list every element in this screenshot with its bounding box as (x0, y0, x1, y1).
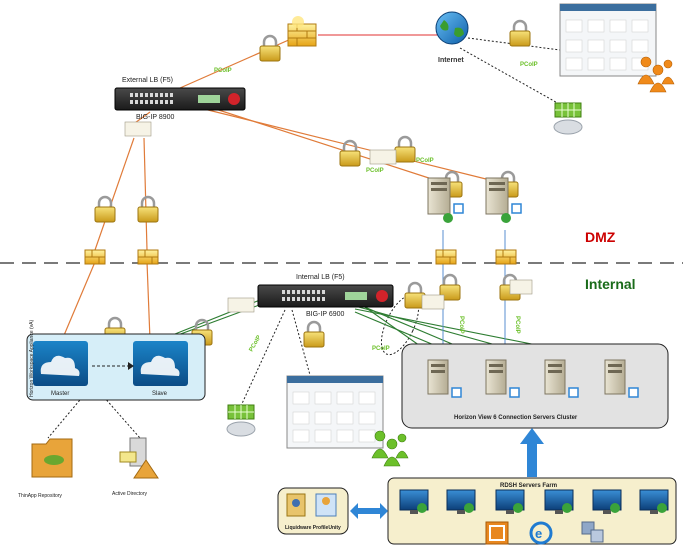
monitor-icon (399, 489, 429, 514)
svg-text:e: e (535, 526, 542, 541)
external-users-icon (637, 56, 675, 93)
virtual-app-icon (581, 521, 604, 543)
internet-globe-icon (435, 11, 469, 45)
server-icon (604, 359, 639, 398)
lock-icon (259, 34, 281, 62)
pcoip-label: PCoIP (514, 316, 520, 334)
liquidware-label: Liquidware ProfileUnity (285, 525, 341, 531)
lock-icon (394, 135, 416, 163)
internal-lb-title: Internal LB (F5) (296, 274, 345, 281)
pcoip-label: PCoIP (366, 168, 384, 174)
lock-icon (509, 19, 531, 47)
pcoip-label: PCoIP (416, 158, 434, 164)
internal-portal-screenshot (286, 375, 384, 449)
internal-users-icon (371, 430, 409, 467)
pcoip-label: PCoIP (520, 62, 538, 68)
dmz-firewalls (84, 249, 517, 265)
rdsh-label: RDSH Servers Farm (500, 483, 557, 489)
firewall-icon (137, 249, 159, 265)
firewall-icon (84, 249, 106, 265)
thinapp-folder-icon (31, 438, 73, 478)
certificate-icon (124, 121, 152, 137)
monitor-icon (446, 489, 476, 514)
external-lb-title: External LB (F5) (122, 77, 173, 84)
pcoip-label: PCoIP (458, 316, 464, 334)
thinapp-label: ThinApp Repository (18, 493, 62, 499)
monitor-icon (592, 489, 622, 514)
liquidware-rdsh-arrow (350, 503, 388, 519)
workspace-appliance-box (26, 333, 206, 401)
server-icon (427, 359, 462, 398)
active-directory-label: Active Directory (112, 491, 148, 497)
internet-label: Internet (438, 57, 464, 64)
internal-cloud-device-icon (226, 404, 256, 437)
workspace-portal-screenshot (559, 3, 657, 77)
cs-cluster-label: Horizon View 6 Connection Servers Cluste… (454, 415, 578, 421)
internet-explorer-icon: e (529, 521, 553, 545)
external-lb-model: BIG-IP 8900 (136, 114, 175, 121)
lock-icon (439, 273, 461, 301)
workspace-side-label: Horizon Workspace Appliance (vA) (29, 320, 35, 397)
monitor-icon (544, 489, 574, 514)
dmz-label: DMZ (585, 229, 616, 245)
dmz-security-servers (427, 177, 522, 223)
rdsh-servers-farm (387, 477, 677, 545)
office-app-icon (485, 521, 509, 545)
pcoip-label: PCoIP (214, 68, 232, 74)
connection-servers-cluster (401, 343, 669, 429)
firewall-icon (435, 249, 457, 265)
external-lb-device (114, 87, 246, 111)
monitor-icon (639, 489, 669, 514)
server-icon (427, 177, 464, 223)
lock-icons (94, 19, 531, 348)
certificate-icon (509, 279, 533, 295)
lock-icon (137, 195, 159, 223)
active-directory-icon (119, 437, 159, 479)
lock-icon (94, 195, 116, 223)
certificate-icon (369, 149, 397, 165)
server-icon (485, 359, 520, 398)
server-icon (544, 359, 579, 398)
pcoip-label: PCoIP (249, 335, 263, 353)
external-cloud-device-icon (553, 102, 583, 135)
internal-lb-device (257, 284, 394, 308)
cluster-to-rdsh-arrow (520, 428, 544, 477)
workspace-slave-label: Slave (152, 391, 168, 397)
workspace-master-label: Master (51, 391, 69, 397)
firewall-icon (495, 249, 517, 265)
internal-label: Internal (585, 276, 636, 292)
lock-icon (303, 320, 325, 348)
monitor-icon (495, 489, 525, 514)
orange-links (61, 34, 491, 341)
lock-icon (339, 139, 361, 167)
firewall-icon (287, 16, 317, 47)
liquidware-profileunity-box (277, 487, 349, 535)
internal-lb-model: BIG-IP 6900 (306, 311, 345, 318)
pcoip-label: PCoIP (372, 346, 390, 352)
certificate-icon (421, 294, 445, 310)
certificate-icons (124, 121, 533, 313)
server-icon (485, 177, 522, 223)
certificate-icon (227, 297, 255, 313)
